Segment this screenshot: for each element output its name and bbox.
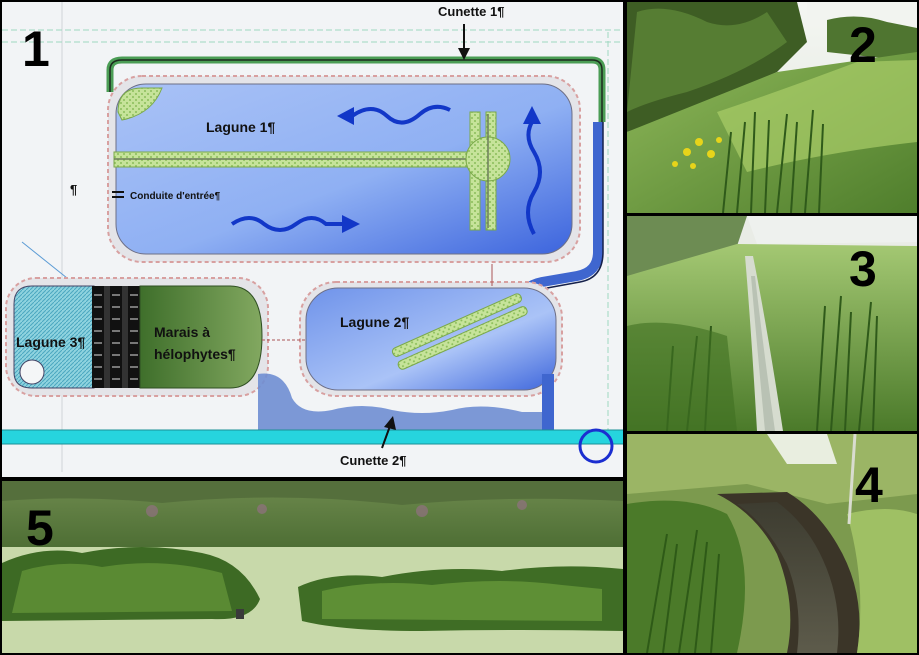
- photo-panel-2: 2: [627, 2, 917, 213]
- photo-muddy-stream: [627, 434, 917, 653]
- photo-grassy-ditch: [627, 2, 917, 213]
- label-marais-line-2: hélophytes¶: [154, 346, 236, 362]
- label-conduite-entree: Conduite d'entrée¶: [130, 191, 221, 202]
- panel-number-1: 1: [22, 21, 50, 77]
- panel-number-4: 4: [855, 457, 883, 513]
- plan-panel: 1 Cunette 1¶ Lagune 1¶ ¶ Conduite d'entr…: [2, 2, 623, 477]
- label-cunette-2: Cunette 2¶: [340, 453, 407, 468]
- lagoon-plan-diagram: [2, 2, 623, 477]
- label-marais-line-1: Marais à: [154, 324, 211, 340]
- panel-number-5: 5: [26, 500, 54, 556]
- label-pilcrow: ¶: [70, 182, 78, 197]
- label-cunette-1: Cunette 1¶: [438, 4, 505, 19]
- label-lagune-1: Lagune 1¶: [206, 119, 276, 135]
- photo-lagoon-islands: [2, 481, 623, 653]
- label-lagune-2: Lagune 2¶: [340, 314, 410, 330]
- panel-number-2: 2: [849, 17, 877, 73]
- panel-number-3: 3: [849, 241, 877, 297]
- label-lagune-3: Lagune 3¶: [16, 334, 86, 350]
- photo-panel-4: 4: [627, 434, 917, 653]
- photo-shallow-ditch: [627, 216, 917, 431]
- photo-panel-5: 5: [2, 481, 623, 653]
- photo-panel-3: 3: [627, 216, 917, 431]
